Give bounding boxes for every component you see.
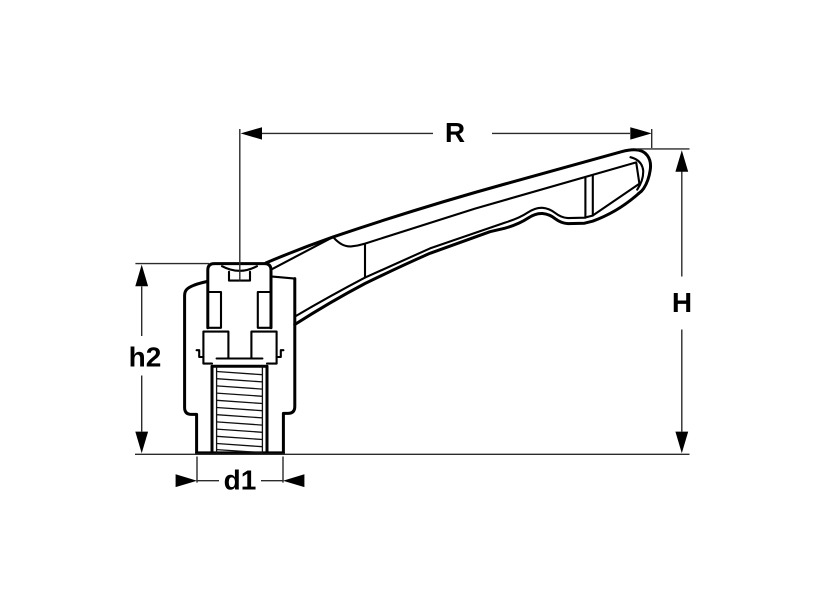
- h2-arrowhead-top: [135, 264, 149, 287]
- dimension-R: R: [239, 117, 653, 281]
- grip-recess-rib: [584, 174, 594, 219]
- clamp-body: [183, 262, 297, 455]
- threaded-bore: [210, 364, 269, 455]
- dimension-h2: h2: [129, 262, 209, 454]
- tip-inner-contour: [629, 156, 645, 191]
- d1-arrowhead-right: [283, 474, 305, 488]
- housing-left: [183, 280, 208, 455]
- h-arrowhead-top: [675, 150, 689, 172]
- dimension-label-h2: h2: [129, 342, 162, 373]
- arm-fillet-line: [293, 276, 367, 318]
- thread-crest-outline: [210, 364, 269, 455]
- dimension-H: H: [637, 148, 692, 454]
- dimension-label-H: H: [672, 287, 692, 318]
- collar-step-left: [195, 349, 214, 365]
- cap-to-housing-shoulder: [269, 275, 296, 280]
- r-arrowhead-right: [630, 127, 652, 140]
- housing-right: [281, 277, 297, 455]
- d1-extension-lines: [196, 456, 284, 483]
- collar-step-right: [265, 349, 285, 365]
- arm-bottom-edge: [293, 191, 641, 326]
- d1-arrowhead-left: [175, 474, 197, 488]
- h2-arrowhead-bottom: [135, 431, 149, 454]
- cap-underside-right: [256, 290, 273, 329]
- dimension-label-d1: d1: [224, 465, 257, 496]
- lever-arm: [264, 148, 653, 326]
- r-arrowhead-left: [240, 127, 262, 140]
- thread-root-lines: [215, 366, 264, 453]
- arm-parting-line: [271, 235, 335, 270]
- h-arrowhead-bottom: [675, 431, 689, 454]
- tooth-slab-right: [250, 330, 278, 360]
- tooth-slab-left: [202, 330, 230, 360]
- arm-top-edge-and-tip: [264, 148, 653, 265]
- dimension-label-R: R: [445, 117, 465, 148]
- thread-hatching: [216, 370, 263, 454]
- dimension-d1: d1: [175, 456, 305, 496]
- cap-underside-left: [206, 290, 223, 329]
- grip-recess-outline: [332, 161, 641, 279]
